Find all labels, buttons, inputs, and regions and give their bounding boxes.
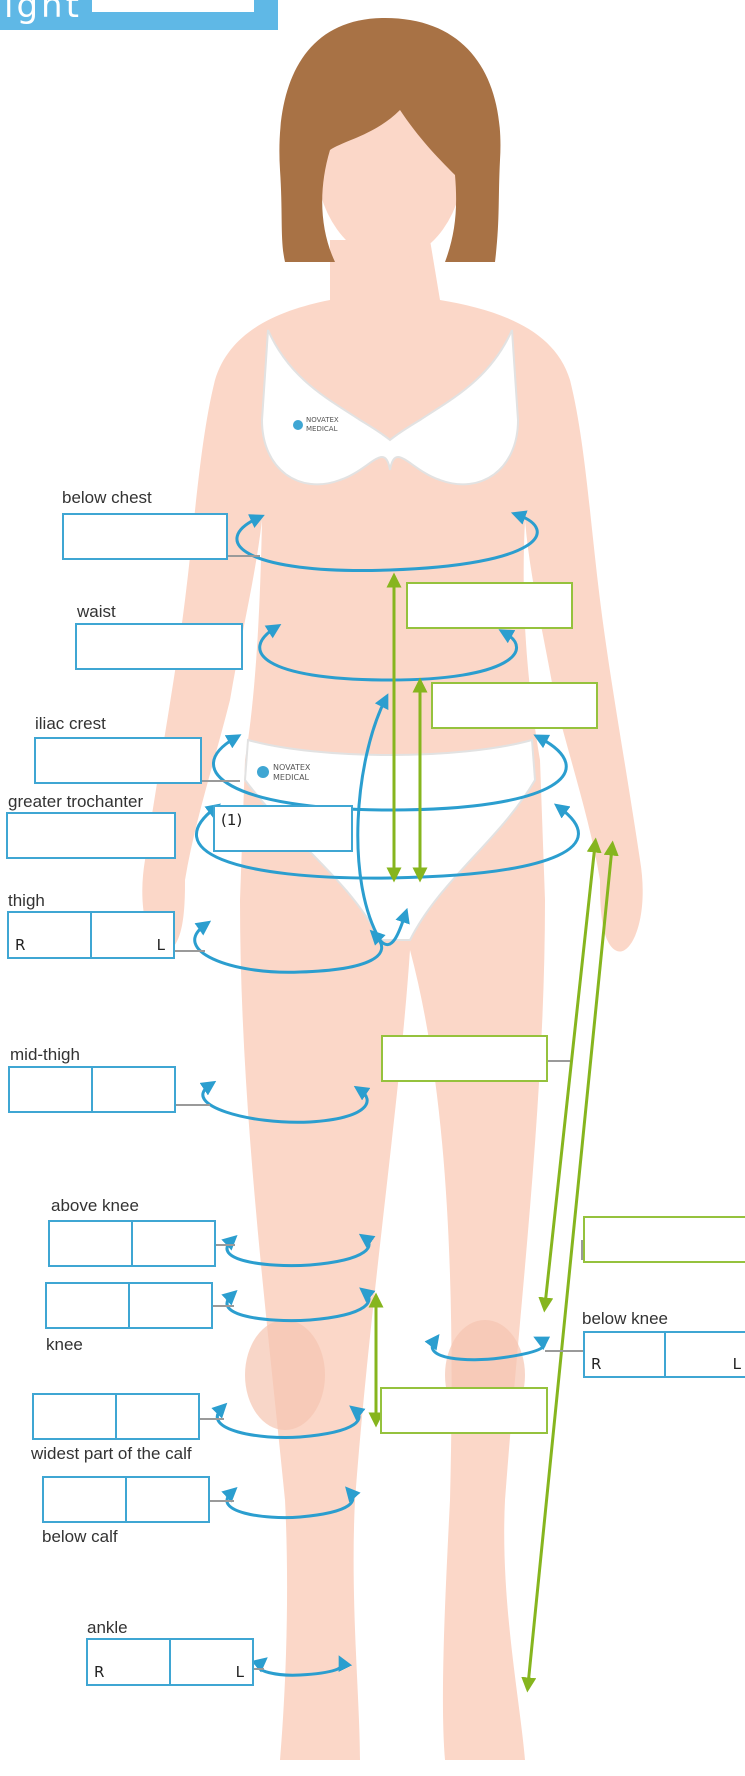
input-waist[interactable] [75, 623, 243, 670]
brand-line1: NOVATEX [306, 416, 339, 424]
label-knee: knee [46, 1335, 83, 1355]
input-below-chest[interactable] [62, 513, 228, 560]
label-greater-trochanter: greater trochanter [8, 792, 143, 812]
leader-mid-thigh [175, 1104, 210, 1106]
label-mid-thigh: mid-thigh [10, 1045, 80, 1065]
input-above-knee-left[interactable] [131, 1222, 214, 1265]
input-mid-thigh-right[interactable] [10, 1068, 91, 1111]
brand-line2: MEDICAL [306, 425, 338, 433]
leader-thigh [175, 950, 205, 952]
input-thigh-right[interactable]: R [9, 913, 90, 957]
input-length-1[interactable] [406, 582, 573, 629]
side-r: R [591, 1355, 601, 1373]
side-l: L [236, 1663, 244, 1681]
input-widest-calf-left[interactable] [115, 1395, 198, 1438]
input-above-knee[interactable] [48, 1220, 216, 1267]
label-below-calf: below calf [42, 1527, 118, 1547]
leader-mid-thigh-length [548, 1060, 570, 1062]
label-below-chest: below chest [62, 488, 152, 508]
input-knee-right[interactable] [47, 1284, 128, 1327]
input-widest-calf-right[interactable] [34, 1395, 115, 1438]
header-title: ight [4, 0, 82, 26]
input-iliac-crest[interactable] [34, 737, 202, 784]
leader-widest-calf [199, 1418, 224, 1420]
header-bar: ight [0, 0, 278, 30]
input-ankle-right[interactable]: R [88, 1640, 169, 1684]
brand-line2-briefs: MEDICAL [273, 773, 310, 782]
input-thigh[interactable]: R L [7, 911, 175, 959]
label-iliac-crest: iliac crest [35, 714, 106, 734]
input-greater-trochanter-note[interactable]: (1) [213, 805, 353, 852]
input-length-mid-thigh[interactable] [381, 1035, 548, 1082]
leader-above-knee [215, 1244, 235, 1246]
side-r: R [94, 1663, 104, 1681]
input-length-2[interactable] [431, 682, 598, 729]
leader-below-chest [228, 555, 260, 557]
brand-line1-briefs: NOVATEX [273, 763, 311, 772]
label-above-knee: above knee [51, 1196, 139, 1216]
label-widest-calf: widest part of the calf [31, 1444, 192, 1464]
label-ankle: ankle [87, 1618, 128, 1638]
input-greater-trochanter[interactable] [6, 812, 176, 859]
input-above-knee-right[interactable] [50, 1222, 131, 1265]
leader-knee [212, 1305, 234, 1307]
side-l: L [157, 936, 165, 954]
input-thigh-left[interactable]: L [90, 913, 173, 957]
leader-ankle [254, 1668, 264, 1670]
input-widest-calf[interactable] [32, 1393, 200, 1440]
leader-below-calf [209, 1500, 234, 1502]
label-waist: waist [77, 602, 116, 622]
note-marker: (1) [221, 811, 242, 829]
input-knee-left[interactable] [128, 1284, 211, 1327]
leader-iliac-crest [200, 780, 240, 782]
input-ankle-left[interactable]: L [169, 1640, 252, 1684]
leader-below-knee [545, 1350, 585, 1352]
input-below-knee-left[interactable]: L [664, 1333, 745, 1376]
header-input-field[interactable] [92, 0, 254, 12]
side-r: R [15, 936, 25, 954]
input-length-calf[interactable] [380, 1387, 548, 1434]
input-below-knee[interactable]: R L [583, 1331, 745, 1378]
side-l: L [733, 1355, 741, 1373]
input-below-calf-left[interactable] [125, 1478, 208, 1521]
input-below-knee-right[interactable]: R [585, 1333, 664, 1376]
input-below-calf-right[interactable] [44, 1478, 125, 1521]
input-below-calf[interactable] [42, 1476, 210, 1523]
input-ankle[interactable]: R L [86, 1638, 254, 1686]
input-mid-thigh[interactable] [8, 1066, 176, 1113]
label-below-knee: below knee [582, 1309, 668, 1329]
input-knee[interactable] [45, 1282, 213, 1329]
input-length-knee[interactable] [583, 1216, 745, 1263]
input-mid-thigh-left[interactable] [91, 1068, 174, 1111]
label-thigh: thigh [8, 891, 45, 911]
